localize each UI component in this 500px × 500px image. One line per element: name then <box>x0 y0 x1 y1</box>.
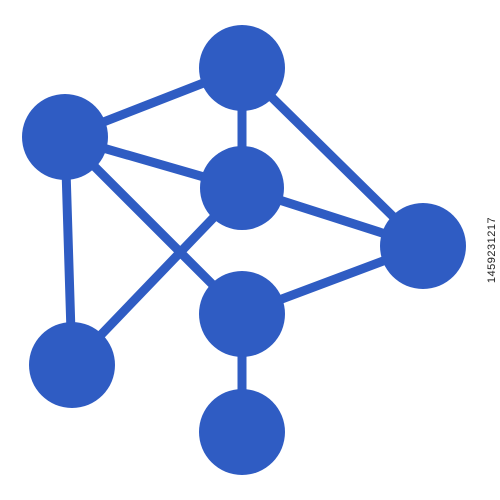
node-right <box>380 203 466 289</box>
node-lower-middle <box>199 271 285 357</box>
node-left <box>22 94 108 180</box>
nodes-layer <box>22 25 466 475</box>
node-top <box>199 25 285 111</box>
node-bottom-left <box>29 322 115 408</box>
stock-id-watermark: 1459231217 <box>486 216 498 284</box>
node-bottom <box>199 389 285 475</box>
node-center <box>200 146 284 230</box>
edges-layer <box>60 63 428 437</box>
